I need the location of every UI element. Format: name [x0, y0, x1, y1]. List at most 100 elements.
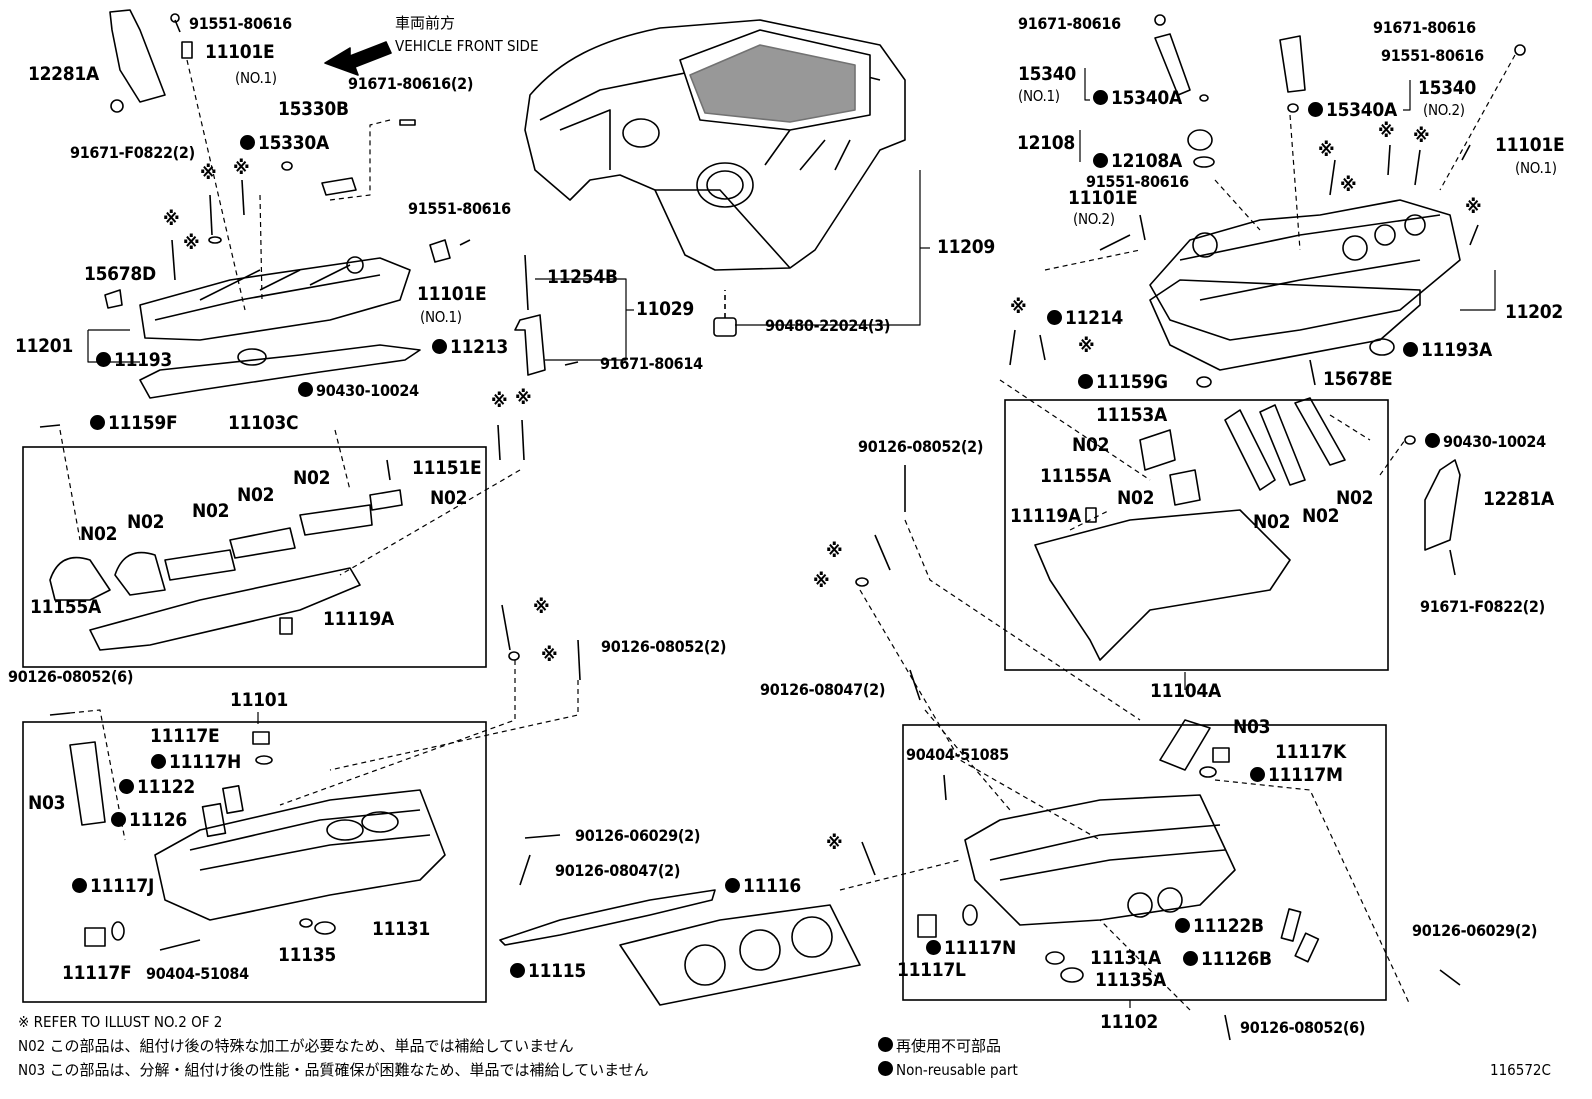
part-15340A-2[interactable]: 15340A [1308, 100, 1397, 120]
part-11117K[interactable]: 11117K [1275, 741, 1346, 763]
part-11135[interactable]: 11135 [278, 944, 336, 966]
part-11126B[interactable]: 11126B [1183, 949, 1272, 969]
part-11159G[interactable]: 11159G [1078, 372, 1168, 392]
part-12108[interactable]: 12108 [1017, 132, 1075, 154]
left-cylinder-head-box [22, 721, 487, 1003]
n02-label-r4: N02 [1302, 505, 1340, 527]
kome-mark: ※ [1318, 139, 1335, 161]
part-91551-80616-mid[interactable]: 91551-80616 [408, 199, 511, 218]
part-91671-80614[interactable]: 91671-80614 [600, 354, 703, 373]
part-90430-10024-right[interactable]: 90430-10024 [1425, 432, 1546, 452]
part-11213[interactable]: 11213 [432, 337, 508, 357]
part-91551-80616-tr[interactable]: 91551-80616 [1381, 46, 1484, 65]
part-12281A-right[interactable]: 12281A [1483, 488, 1554, 510]
part-91671-80616-tr2[interactable]: 91671-80616 [1373, 18, 1476, 37]
part-11116[interactable]: 11116 [725, 876, 801, 896]
part-11135A[interactable]: 11135A [1095, 969, 1166, 991]
part-90430-10024-left[interactable]: 90430-10024 [298, 381, 419, 401]
part-15330A[interactable]: 15330A [240, 133, 329, 153]
part-N03-right[interactable]: N03 [1233, 716, 1271, 738]
part-11101E-no2[interactable]: 11101E [1068, 187, 1138, 209]
part-11126[interactable]: 11126 [111, 810, 187, 830]
part-11101E-top-left[interactable]: 11101E [205, 41, 275, 63]
part-90126-08052-6-right[interactable]: 90126-08052(6) [1240, 1018, 1366, 1037]
part-11201[interactable]: 11201 [15, 335, 73, 357]
part-11029[interactable]: 11029 [636, 298, 694, 320]
part-90126-08052-6-left[interactable]: 90126-08052(6) [8, 667, 134, 686]
vehicle-front-arrow [324, 41, 392, 76]
part-90404-51084[interactable]: 90404-51084 [146, 964, 249, 983]
part-11193A[interactable]: 11193A [1403, 340, 1492, 360]
engine-cover-11209 [524, 19, 906, 271]
footer-note-n02: N02 この部品は、組付け後の特殊な加工が必要なため、単品では補給していません [18, 1037, 574, 1055]
part-11102[interactable]: 11102 [1100, 1011, 1158, 1033]
part-11122[interactable]: 11122 [119, 777, 195, 797]
kome-mark: ※ [1340, 174, 1357, 196]
part-11117H[interactable]: 11117H [151, 752, 241, 772]
part-91671-F0822-left[interactable]: 91671-F0822(2) [70, 143, 195, 162]
part-12281A-left[interactable]: 12281A [28, 63, 99, 85]
part-11119A-right[interactable]: 11119A [1010, 505, 1081, 527]
part-11117N[interactable]: 11117N [926, 938, 1016, 958]
part-11214[interactable]: 11214 [1047, 308, 1123, 328]
part-11117F[interactable]: 11117F [62, 962, 132, 984]
part-11117M[interactable]: 11117M [1250, 765, 1343, 785]
part-11117E[interactable]: 11117E [150, 725, 220, 747]
part-11117L[interactable]: 11117L [897, 959, 966, 981]
part-11159F[interactable]: 11159F [90, 413, 178, 433]
part-91551-80616-top[interactable]: 91551-80616 [189, 14, 292, 33]
part-11115[interactable]: 11115 [510, 961, 586, 981]
part-11193[interactable]: 11193 [96, 350, 172, 370]
part-90404-51085[interactable]: 90404-51085 [906, 745, 1009, 764]
part-91671-80616-tr1[interactable]: 91671-80616 [1018, 14, 1121, 33]
part-90126-08052-2-right[interactable]: 90126-08052(2) [858, 437, 984, 456]
part-91551-80616-right[interactable]: 91551-80616 [1086, 172, 1189, 191]
part-90126-08047-mid[interactable]: 90126-08047(2) [555, 861, 681, 880]
part-15678E[interactable]: 15678E [1323, 368, 1393, 390]
part-15330B[interactable]: 15330B [278, 98, 349, 120]
n02-label-r1: N02 [1072, 434, 1110, 456]
part-11155A-left[interactable]: 11155A [30, 596, 101, 618]
part-90126-06029-mid[interactable]: 90126-06029(2) [575, 826, 701, 845]
part-11151E[interactable]: 11151E [412, 457, 482, 479]
part-11101[interactable]: 11101 [230, 689, 288, 711]
footer-note-refer: ※ REFER TO ILLUST NO.2 OF 2 [18, 1013, 223, 1031]
part-11119A-left[interactable]: 11119A [323, 608, 394, 630]
part-15340-no1[interactable]: 15340 [1018, 63, 1076, 85]
part-15340A-1[interactable]: 15340A [1093, 88, 1182, 108]
part-11254B[interactable]: 11254B [547, 266, 618, 288]
kome-mark: ※ [200, 162, 217, 184]
part-90480-22024[interactable]: 90480-22024(3) [765, 316, 891, 335]
part-11131A[interactable]: 11131A [1090, 947, 1161, 969]
part-11209[interactable]: 11209 [937, 236, 995, 258]
part-91671-F0822-right[interactable]: 91671-F0822(2) [1420, 597, 1545, 616]
part-11131[interactable]: 11131 [372, 918, 430, 940]
head-gasket-11116 [619, 904, 861, 1006]
part-91671-80616-2[interactable]: 91671-80616(2) [348, 74, 474, 93]
part-11103C[interactable]: 11103C [228, 412, 299, 434]
part-11155A-right[interactable]: 11155A [1040, 465, 1111, 487]
note-no2-right: (NO.2) [1423, 101, 1465, 119]
part-90126-08047-right[interactable]: 90126-08047(2) [760, 680, 886, 699]
part-11117J[interactable]: 11117J [72, 876, 154, 896]
part-12108A[interactable]: 12108A [1093, 151, 1182, 171]
n02-label-3: N02 [430, 487, 468, 509]
note-no1-right-2: (NO.1) [1515, 159, 1557, 177]
kome-mark: ※ [515, 387, 532, 409]
gasket-11214 [1149, 279, 1421, 371]
part-11122B[interactable]: 11122B [1175, 916, 1264, 936]
n02-label-4: N02 [192, 500, 230, 522]
part-90126-06029-right[interactable]: 90126-06029(2) [1412, 921, 1538, 940]
n02-label-2: N02 [237, 484, 275, 506]
part-11153A[interactable]: 11153A [1096, 404, 1167, 426]
part-15340-no2[interactable]: 15340 [1418, 77, 1476, 99]
part-15678D[interactable]: 15678D [84, 263, 156, 285]
part-11101E-no1-right[interactable]: 11101E [1495, 134, 1565, 156]
part-11101E-mid[interactable]: 11101E [417, 283, 487, 305]
kome-mark: ※ [1465, 196, 1482, 218]
part-90126-08052-2-mid[interactable]: 90126-08052(2) [601, 637, 727, 656]
part-11202[interactable]: 11202 [1505, 301, 1563, 323]
kome-mark: ※ [1010, 296, 1027, 318]
part-N03-left[interactable]: N03 [28, 792, 66, 814]
part-11104A[interactable]: 11104A [1150, 680, 1221, 702]
